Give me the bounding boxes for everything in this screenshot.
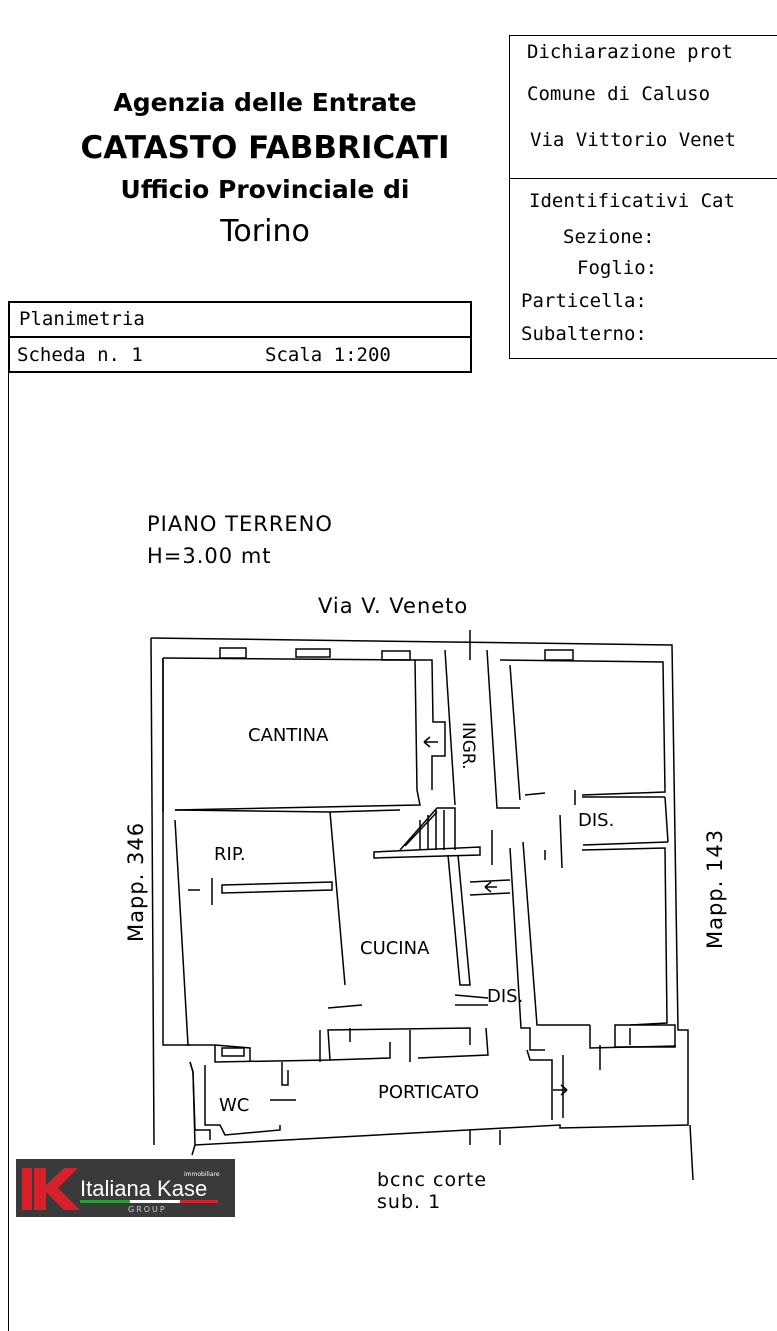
room-wc: WC xyxy=(219,1095,249,1116)
identifier-particella: Particella: xyxy=(521,290,647,312)
declaration-line-3: Via Vittorio Venet xyxy=(530,129,736,151)
floor-label: PIANO TERRENO xyxy=(147,512,333,536)
room-ripostiglio: RIP. xyxy=(214,844,246,865)
street-label: Via V. Veneto xyxy=(318,594,468,618)
italiana-kase-logo: immobiliare Italiana Kase GROUP xyxy=(16,1159,235,1217)
sheet-scheda: Scheda n. 1 xyxy=(17,344,143,366)
plan-walls xyxy=(150,630,694,1181)
logo-graphic: immobiliare Italiana Kase GROUP xyxy=(22,1168,220,1214)
court-label-1: bcnc corte xyxy=(377,1169,487,1191)
neighbour-right: Mapp. 143 xyxy=(703,829,727,949)
logo-tag: immobiliare xyxy=(184,1171,220,1178)
drawing-frame-left xyxy=(8,372,9,1331)
court-label-2: sub. 1 xyxy=(377,1191,441,1213)
agency-name: Agenzia delle Entrate xyxy=(113,88,417,117)
declaration-line-2: Comune di Caluso xyxy=(527,83,711,105)
sheet-scale-box xyxy=(8,336,472,373)
neighbour-left: Mapp. 346 xyxy=(124,822,148,942)
room-dis-lower: DIS. xyxy=(487,986,523,1007)
declaration-box xyxy=(509,35,777,359)
identifier-foglio: Foglio: xyxy=(577,257,658,279)
office-name: Ufficio Provinciale di xyxy=(120,175,410,204)
register-name: CATASTO FABBRICATI xyxy=(80,130,450,166)
identifiers-title: Identificativi Cat xyxy=(529,190,735,212)
room-ingresso: INGR. xyxy=(458,722,478,770)
sheet-scala: Scala 1:200 xyxy=(265,344,391,366)
room-porticato: PORTICATO xyxy=(378,1082,479,1103)
logo-group: GROUP xyxy=(128,1205,167,1214)
logo-name: Italiana Kase xyxy=(80,1176,207,1201)
room-cucina: CUCINA xyxy=(360,938,430,959)
sheet-type: Planimetria xyxy=(19,308,145,330)
identifier-subalterno: Subalterno: xyxy=(521,323,647,345)
identifier-sezione: Sezione: xyxy=(563,226,655,248)
room-dis-upper: DIS. xyxy=(578,810,614,831)
room-cantina: CANTINA xyxy=(248,725,329,746)
declaration-divider xyxy=(509,178,777,179)
city-name: Torino xyxy=(220,214,310,249)
height-label: H=3.00 mt xyxy=(147,544,272,568)
declaration-line-1: Dichiarazione prot xyxy=(527,41,733,63)
